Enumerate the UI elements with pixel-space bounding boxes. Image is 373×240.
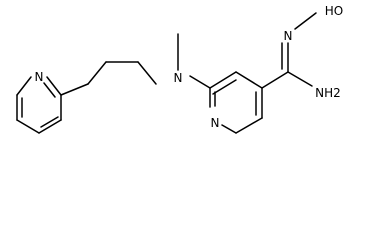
- atom-label-n-amine: N: [174, 71, 183, 85]
- bond: [40, 116, 59, 128]
- bond: [189, 75, 211, 89]
- bond: [43, 82, 56, 98]
- bond: [261, 71, 289, 89]
- atom-label-n-oxime: N: [284, 29, 293, 43]
- bond: [212, 79, 237, 95]
- atom-label-n-center-ring: N: [211, 116, 220, 130]
- bond: [287, 71, 313, 87]
- bond: [209, 71, 237, 89]
- amidoxime-group: [261, 12, 317, 89]
- bond: [235, 117, 263, 134]
- bond: [137, 61, 157, 85]
- bond: [294, 12, 317, 30]
- bond: [60, 83, 89, 96]
- bond: [235, 71, 263, 89]
- bond: [46, 76, 62, 96]
- bond: [16, 76, 32, 96]
- atom-label-n-left-ring: N: [35, 70, 44, 84]
- atom-label-hydroxyl: HO: [325, 4, 343, 18]
- bond: [38, 119, 62, 134]
- left-pyridine-ring: [16, 76, 62, 134]
- atom-label-amino: NH2: [315, 86, 341, 100]
- bond: [221, 124, 237, 134]
- bond: [16, 119, 40, 134]
- bond: [87, 61, 107, 85]
- molecule-structure: N N N N HO NH2: [16, 4, 343, 134]
- central-pyridine-ring: [209, 71, 263, 134]
- ethyl-linker: [60, 33, 211, 96]
